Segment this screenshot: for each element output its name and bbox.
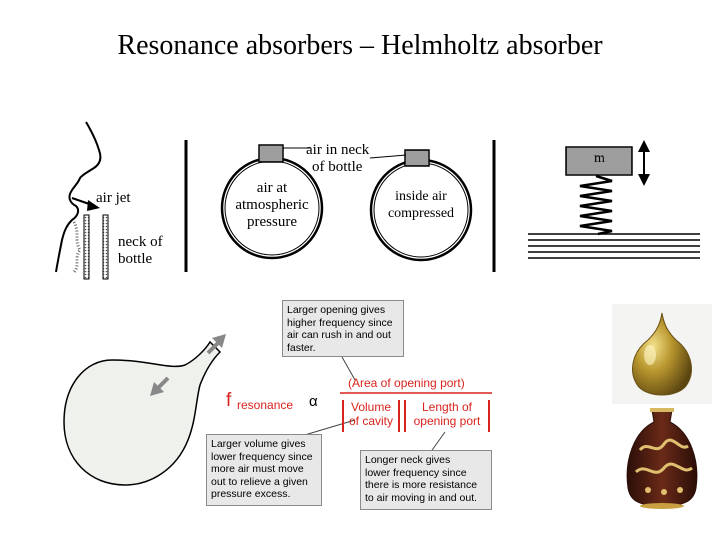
neck-of-bottle-line1: neck of	[118, 234, 163, 250]
callout-opening-line: Larger opening gives	[287, 304, 386, 316]
inside-air-label: inside air compressed	[376, 188, 466, 222]
callout-larger-volume: Larger volume gives lower frequency sinc…	[206, 434, 322, 506]
up-arrow-icon	[638, 140, 650, 152]
face-profile	[55, 121, 102, 273]
cheek-dots	[72, 221, 82, 274]
callout-volume-line: more air must move	[211, 463, 304, 475]
outward-arrow-icon	[212, 334, 226, 348]
page-title: Resonance absorbers – Helmholtz absorber	[117, 30, 603, 61]
cavity-bottle-shape	[63, 340, 222, 486]
formula-alpha: α	[309, 393, 318, 410]
air-in-neck-label: air in neck of bottle	[306, 142, 369, 176]
formula-volume-box: Volume of cavity	[342, 400, 400, 432]
air-in-neck-line1: air in neck	[306, 142, 370, 158]
neck-of-bottle-label: neck of bottle	[118, 234, 163, 268]
ornate-vase-image	[620, 406, 712, 510]
down-arrow-icon	[638, 174, 650, 186]
inside-line1: inside air	[395, 189, 447, 204]
atmospheric-pressure-label: air at atmospheric pressure	[222, 180, 322, 231]
callout-volume-line: pressure excess.	[211, 488, 291, 500]
callout-neck-line: there is more resistance	[365, 479, 478, 491]
inside-line2: compressed	[387, 206, 455, 221]
callout-volume-line: lower frequency since	[211, 450, 313, 463]
callout-opening-line: faster.	[287, 341, 316, 354]
bottle-neck-left-wall	[83, 214, 90, 280]
air-jet-arrow-icon	[87, 200, 100, 211]
gold-bulb-resonator-image	[612, 304, 712, 404]
air-jet-label: air jet	[96, 190, 131, 206]
callout-opening-line: air can rush in and out	[287, 329, 391, 341]
inward-arrow-icon	[150, 382, 164, 396]
callout-larger-opening: Larger opening gives higher frequency si…	[282, 300, 404, 357]
formula-length-box: Length of opening port	[404, 400, 490, 432]
callout-opening-line: higher frequency since	[287, 316, 393, 329]
neck-plug-left	[258, 144, 284, 163]
mass-label: m	[594, 151, 605, 166]
callout-volume-line: out to relieve a given	[211, 475, 308, 488]
formula-volume-line1: Volume	[350, 400, 392, 414]
callout-volume-line: Larger volume gives	[211, 438, 306, 450]
callout-neck-line: to air moving in and out.	[365, 491, 478, 504]
atm-line2: atmospheric	[235, 197, 309, 213]
formula-numerator: (Area of opening port)	[348, 376, 465, 390]
air-in-neck-line2: of bottle	[312, 159, 363, 175]
neck-plug-right	[404, 149, 430, 167]
callout-neck-line: Longer neck gives	[365, 454, 451, 466]
formula-resonance: resonance	[237, 398, 294, 412]
spring-coil	[579, 174, 613, 236]
atm-line3: pressure	[247, 214, 297, 230]
atm-line1: air at	[256, 180, 288, 196]
formula-volume-line2: of cavity	[348, 414, 393, 428]
callout-longer-neck: Longer neck gives lower frequency since …	[360, 450, 492, 510]
callout-neck-line: lower frequency since	[365, 466, 467, 479]
neck-of-bottle-line2: bottle	[118, 251, 153, 267]
bottle-neck-right-wall	[102, 214, 109, 280]
mass-block	[565, 146, 633, 176]
formula-length-line2: opening port	[413, 414, 481, 428]
formula-f: f	[226, 390, 232, 411]
formula-length-line1: Length of	[421, 400, 473, 414]
